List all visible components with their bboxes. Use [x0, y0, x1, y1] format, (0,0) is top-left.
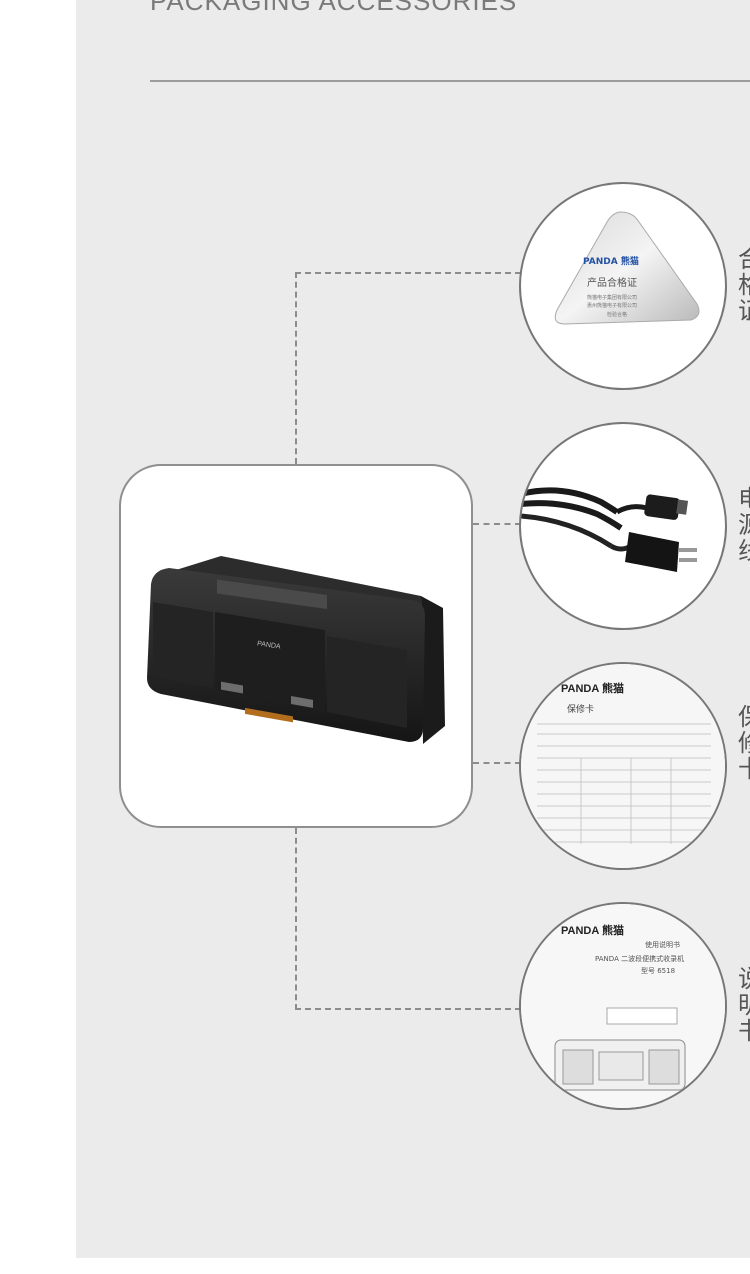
certificate-title: 产品合格证 — [587, 278, 637, 289]
connector-to-certificate — [295, 272, 521, 274]
power-cord-image — [521, 487, 697, 572]
power-cord-circle — [519, 422, 727, 630]
power-cord-label-char-3: 线 — [738, 538, 750, 564]
section-title: PACKAGING ACCESSORIES — [150, 0, 518, 16]
certificate-label-char-2: 格 — [738, 272, 750, 298]
warranty-card-circle: PANDA 熊猫 保修卡 — [519, 662, 727, 870]
warranty-label-char-1: 保 — [738, 704, 750, 730]
manual-label-char-3: 书 — [738, 1018, 750, 1044]
cassette-player-image — [147, 556, 445, 744]
title-divider — [150, 80, 750, 82]
manual-label-char-1: 说 — [738, 966, 750, 992]
connector-to-manual — [295, 1008, 521, 1010]
connector-vertical-bottom — [295, 828, 297, 1010]
connector-to-power-cord — [473, 523, 521, 525]
certificate-company-2: 惠州熊猫电子有限公司 — [587, 303, 638, 309]
certificate-inspection: 检验合格 — [607, 312, 628, 318]
manual-subheading: PANDA 二波段便携式收录机 — [595, 955, 685, 963]
certificate-label-char-3: 证 — [738, 298, 750, 324]
warranty-heading: 保修卡 — [567, 705, 595, 715]
warranty-card-image — [521, 664, 725, 868]
product-image-frame: PANDA — [119, 464, 473, 828]
certificate-tag-image — [554, 211, 700, 325]
warranty-brand: PANDA 熊猫 — [561, 683, 624, 695]
manual-image — [521, 904, 725, 1108]
warranty-label-char-3: 卡 — [738, 756, 750, 782]
power-cord-label-char-2: 源 — [738, 512, 750, 538]
certificate-side-label: 合 格 证 — [738, 246, 750, 324]
warranty-side-label: 保 修 卡 — [738, 704, 750, 782]
warranty-label-char-2: 修 — [738, 730, 750, 756]
manual-brand: PANDA 熊猫 — [561, 925, 624, 937]
power-cord-side-label: 电 源 线 — [738, 486, 750, 564]
connector-vertical-top — [295, 272, 297, 464]
certificate-company-1: 熊猫电子集团有限公司 — [587, 295, 638, 301]
connector-to-warranty-card — [473, 762, 521, 764]
manual-side-label: 说 明 书 — [738, 966, 750, 1044]
certificate-brand: PANDA 熊猫 — [583, 257, 639, 267]
certificate-circle: PANDA 熊猫 产品合格证 熊猫电子集团有限公司 惠州熊猫电子有限公司 检验合… — [519, 182, 727, 390]
manual-label-char-2: 明 — [738, 992, 750, 1018]
manual-circle: PANDA 熊猫 使用说明书 PANDA 二波段便携式收录机 型号 6518 — [519, 902, 727, 1110]
power-cord-label-char-1: 电 — [738, 486, 750, 512]
certificate-label-char-1: 合 — [738, 246, 750, 272]
manual-heading: 使用说明书 — [645, 941, 680, 949]
manual-model: 型号 6518 — [641, 967, 676, 975]
